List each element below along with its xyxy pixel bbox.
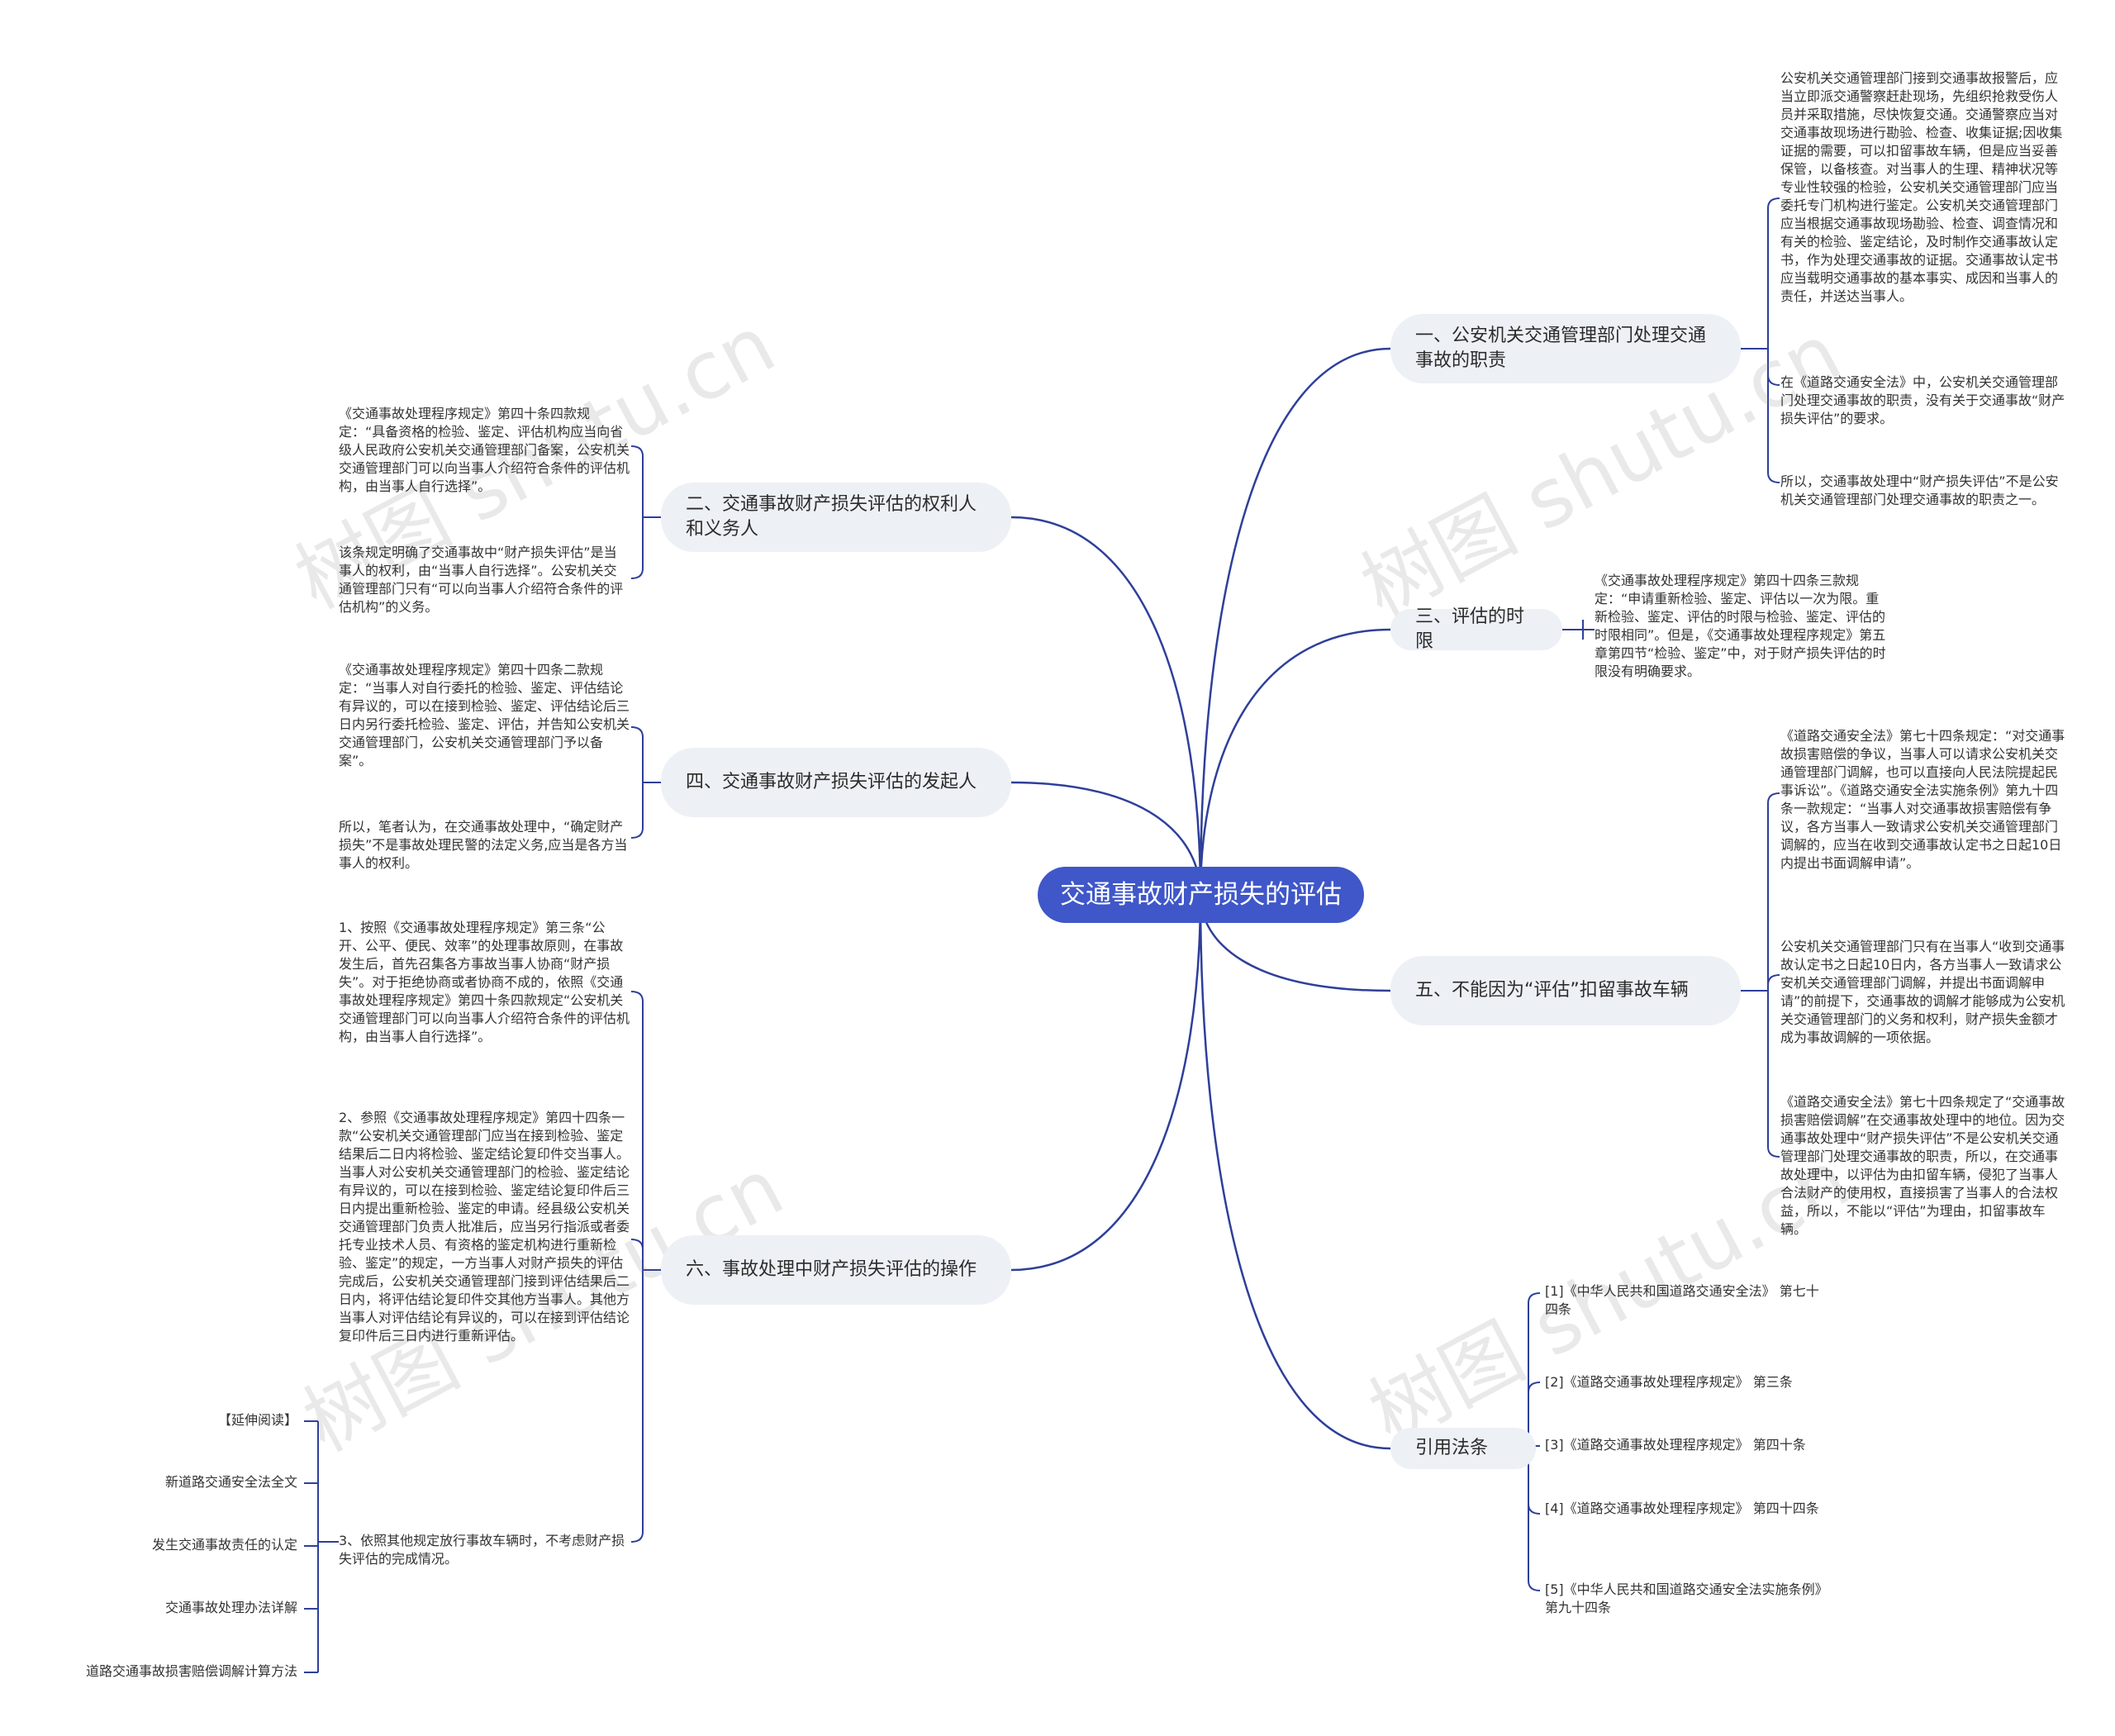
connector-line — [1528, 1503, 1541, 1515]
connector-line — [1199, 347, 1391, 896]
connector-line — [1010, 894, 1202, 1272]
connector-line — [1528, 1382, 1541, 1393]
connector-line — [1767, 1146, 1780, 1158]
branch-cited-laws[interactable]: 引用法条 — [1390, 1428, 1536, 1469]
leaf-text: 《道路交通安全法》第七十四条规定了“交通事故损害赔偿调解”在交通事故处理中的地位… — [1780, 1094, 2065, 1237]
connector-line — [1767, 792, 1780, 804]
branch-rights-obligations[interactable]: 二、交通事故财产损失评估的权利人和义务人 — [661, 483, 1011, 552]
leaf-text: 公安机关交通管理部门接到交通事故报警后，应当立即派交通警察赶赴现场，先组织抢救受… — [1780, 70, 2063, 304]
extended-reading-link[interactable]: 交通事故处理办法详解 — [164, 1600, 297, 1615]
connector-line — [630, 726, 644, 738]
leaf-text: 2、参照《交通事故处理程序规定》第四十四条一款“公安机关交通管理部门应当在接到检… — [339, 1110, 630, 1344]
extended-reading-link[interactable]: 新道路交通安全法全文 — [164, 1474, 297, 1490]
cited-law-item: [1]《中华人民共和国道路交通安全法》 第七十四条 — [1545, 1283, 1819, 1317]
connector-line — [1528, 1580, 1541, 1591]
leaf-text: 《交通事故处理程序规定》第四十四条二款规定：“当事人对自行委托的检验、鉴定、评估… — [339, 662, 630, 768]
connector-line — [630, 445, 644, 457]
connector-line — [630, 827, 644, 839]
leaf-text: 在《道路交通安全法》中，公安机关交通管理部门处理交通事故的职责，没有关于交通事故… — [1780, 374, 2065, 426]
connector-line — [1010, 516, 1202, 896]
extended-reading-heading: 【延伸阅读】 — [217, 1412, 297, 1428]
leaf-text: 所以，交通事故处理中“财产损失评估”不是公安机关交通管理部门处理交通事故的职责之… — [1780, 473, 2059, 507]
leaf-text: 1、按照《交通事故处理程序规定》第三条“公开、公平、便民、效率”的处理事故原则，… — [339, 920, 630, 1044]
connector-line — [1767, 374, 1780, 386]
branch-time-limit[interactable]: 三、评估的时限 — [1390, 606, 1562, 652]
connector-line — [1199, 628, 1391, 896]
cited-law-item: [4]《道路交通事故处理程序规定》 第四十四条 — [1545, 1501, 1819, 1516]
branch-label: 三、评估的时限 — [1415, 606, 1525, 652]
branch-label: 六、事故处理中财产损失评估的操作 — [686, 1259, 977, 1280]
extended-reading-link[interactable]: 发生交通事故责任的认定 — [151, 1537, 297, 1553]
connector-line — [1528, 1292, 1541, 1304]
leaf-text: 所以，笔者认为，在交通事故处理中，“确定财产损失”不是事故处理民警的法定义务,应… — [339, 819, 628, 871]
cited-law-item: [3]《道路交通事故处理程序规定》 第四十条 — [1545, 1437, 1806, 1453]
branch-no-detention[interactable]: 五、不能因为“评估”扣留事故车辆 — [1390, 956, 1741, 1025]
leaf-text: 3、依照其他规定放行事故车辆时，不考虑财产损失评估的完成情况。 — [339, 1533, 625, 1567]
branch-label: 五、不能因为“评估”扣留事故车辆 — [1415, 980, 1689, 1001]
leaf-text: 《道路交通安全法》第七十四条规定：“对交通事故损害赔偿的争议，当事人可以请求公安… — [1780, 728, 2065, 871]
leaf-text: 《交通事故处理程序规定》第四十条四款规定：“具备资格的检验、鉴定、评估机构应当向… — [339, 406, 630, 494]
leaf-text: 公安机关交通管理部门只有在当事人“收到交通事故认定书之日起10日内，各方当事人一… — [1780, 939, 2065, 1045]
connector-line — [1767, 197, 1780, 209]
connector-line — [1199, 894, 1391, 1450]
branch-duties[interactable]: 一、公安机关交通管理部门处理交通事故的职责 — [1390, 314, 1741, 383]
connector-line — [630, 1239, 644, 1250]
connector-line — [630, 568, 644, 579]
branch-initiator[interactable]: 四、交通事故财产损失评估的发起人 — [661, 748, 1011, 817]
connector-line — [1767, 472, 1780, 483]
branch-label: 一、公安机关交通管理部门处理交通事故的职责 — [1415, 326, 1707, 371]
branch-label: 二、交通事故财产损失评估的权利人和义务人 — [686, 494, 977, 540]
cited-law-item: [2]《道路交通事故处理程序规定》 第三条 — [1545, 1374, 1793, 1390]
connector-line — [1767, 974, 1780, 986]
branch-label: 引用法条 — [1415, 1438, 1489, 1458]
connector-line — [630, 991, 644, 1002]
branch-operation[interactable]: 六、事故处理中财产损失评估的操作 — [661, 1235, 1011, 1305]
leaf-text: 该条规定明确了交通事故中“财产损失评估”是当事人的权利，由“当事人自行选择”。公… — [339, 545, 624, 615]
cited-law-item: [5]《中华人民共和国道路交通安全法实施条例》 第九十四条 — [1545, 1581, 1832, 1615]
extended-reading-link[interactable]: 道路交通事故损害赔偿调解计算方法 — [85, 1663, 297, 1679]
leaf-text: 《交通事故处理程序规定》第四十四条三款规定：“申请重新检验、鉴定、评估以一次为限… — [1595, 573, 1886, 679]
root-topic[interactable]: 交通事故财产损失的评估 — [1038, 867, 1364, 923]
connector-line — [630, 1531, 644, 1543]
branch-label: 四、交通事故财产损失评估的发起人 — [686, 772, 977, 792]
